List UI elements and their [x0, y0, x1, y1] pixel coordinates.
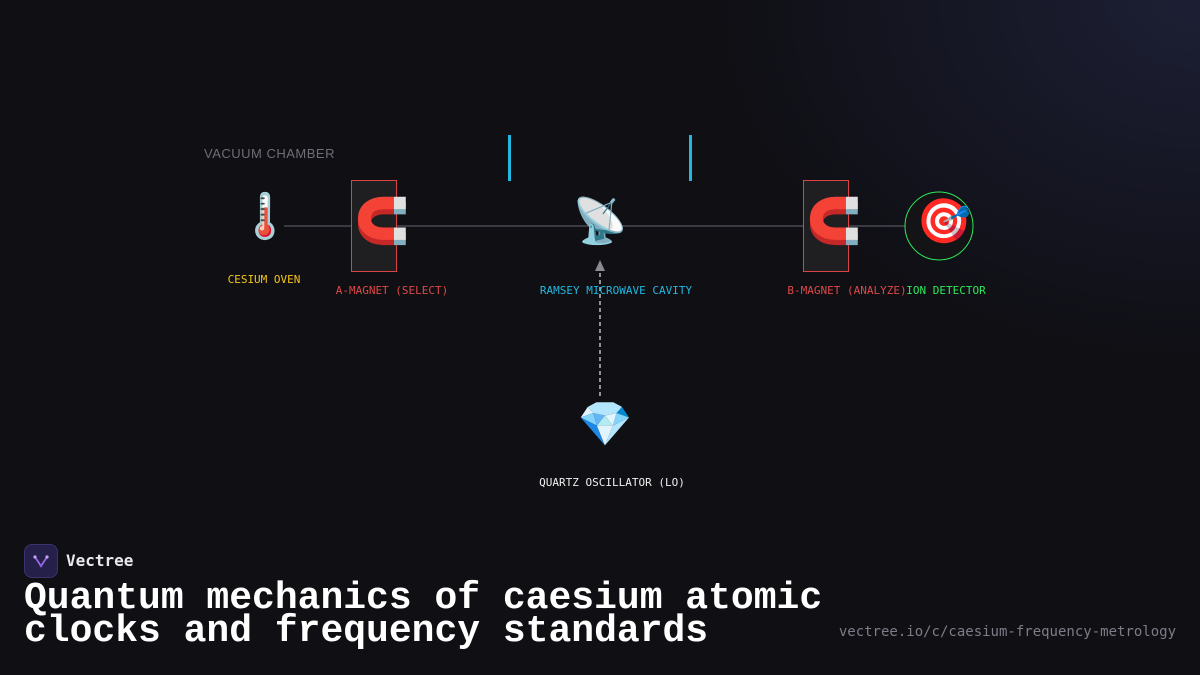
quartz-oscillator-label: QUARTZ OSCILLATOR (LO) [539, 476, 685, 489]
vectree-logo-icon [33, 555, 49, 568]
satellite-antenna-icon: 📡 [572, 196, 628, 247]
ramsey-cavity-label: RAMSEY MICROWAVE CAVITY [539, 284, 693, 297]
brand-name: Vectree [66, 551, 134, 570]
a-magnet-box [351, 180, 397, 272]
thermometer-icon: 🌡️ [237, 191, 293, 242]
vectree-logo [24, 544, 58, 578]
magnet-icon: 🧲 [806, 196, 862, 247]
b-magnet-label: B-MAGNET (ANALYZE) [787, 284, 907, 297]
feedback-arrowhead [595, 260, 605, 271]
detector-ring [904, 191, 974, 261]
target-icon: 🎯 [916, 196, 972, 247]
b-magnet-box [803, 180, 849, 272]
a-magnet-label: A-MAGNET (SELECT) [335, 284, 449, 297]
magnet-icon: 🧲 [354, 196, 410, 247]
source-url: vectree.io/c/caesium-frequency-metrology [838, 624, 1176, 640]
gem-icon: 💎 [577, 399, 633, 450]
ion-detector-label: ION DETECTOR [906, 284, 986, 297]
cesium-oven-label: CESIUM OVEN [227, 273, 301, 286]
vacuum-chamber-label: VACUUM CHAMBER [204, 146, 335, 161]
page-title: Quantum mechanics of caesium atomic cloc… [24, 577, 823, 653]
